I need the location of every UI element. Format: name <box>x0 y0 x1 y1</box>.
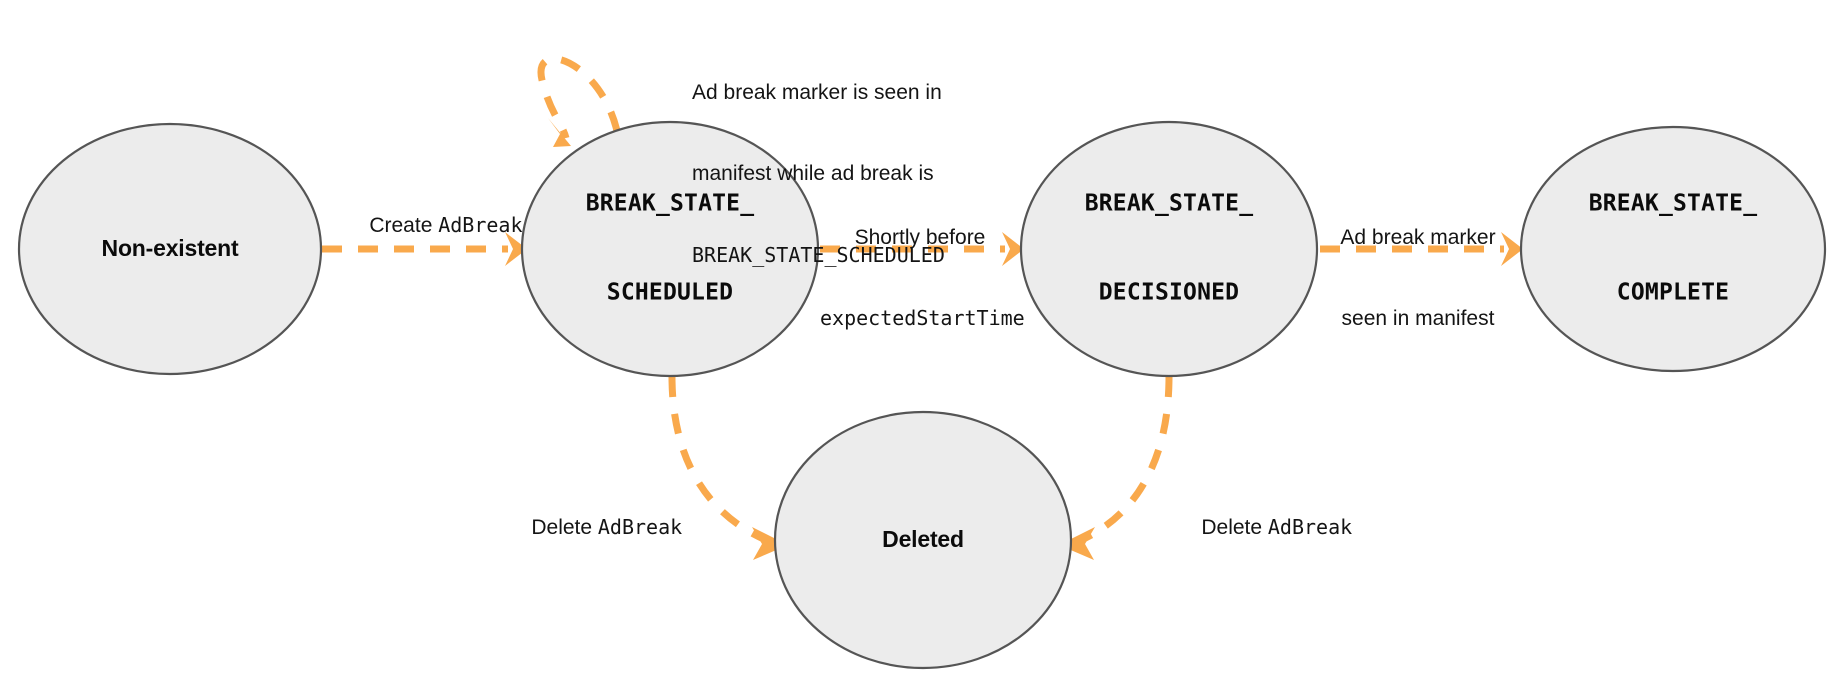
edge-label-part-sans: Delete <box>531 516 598 540</box>
node-break-state-decisioned[interactable] <box>1019 120 1319 378</box>
edge-label-scheduled-self-loop: Ad break marker is seen in manifest whil… <box>692 24 1022 323</box>
edge-label-create-adbreak: Create AdBreak <box>346 185 522 267</box>
edge-label-line: Shortly before <box>854 225 986 249</box>
edge-delete-from-decisioned <box>1059 376 1173 560</box>
node-deleted[interactable] <box>773 410 1073 670</box>
arrowhead-icon <box>1002 232 1024 266</box>
node-label-line: SCHEDULED <box>606 279 734 306</box>
node-label-line: BREAK_STATE_ <box>1084 190 1254 217</box>
node-label-line: COMPLETE <box>1616 279 1730 306</box>
node-break-state-scheduled[interactable] <box>520 120 820 378</box>
edge-scheduled-self-loop <box>537 55 621 147</box>
edge-label-marker-seen-manifest: Ad break marker seen in manifest <box>1318 169 1518 387</box>
node-label-non-existent: Non-existent <box>101 235 239 262</box>
edge-label-line: Ad break marker is seen in <box>692 80 942 104</box>
edge-label-shortly-before: Shortly before expectedStartTime <box>820 169 1025 386</box>
edge-label-part-sans: Create <box>369 214 439 238</box>
edge-label-part-mono: AdBreak <box>438 213 523 238</box>
node-label-break-state-scheduled: BREAK_STATE_ SCHEDULED <box>586 129 755 368</box>
edge-delete-from-scheduled <box>668 376 788 560</box>
edge-label-line: Ad break marker <box>1340 225 1496 249</box>
edge-label-part-mono: AdBreak <box>1267 515 1353 540</box>
edge-label-part-mono: AdBreak <box>597 515 683 540</box>
node-label-deleted: Deleted <box>882 526 964 553</box>
edge-shortly-before <box>820 232 1024 266</box>
arrowhead-icon <box>505 232 527 266</box>
edge-label-delete-from-scheduled: Delete AdBreak <box>508 487 682 569</box>
node-label-break-state-decisioned: BREAK_STATE_ DECISIONED <box>1085 129 1254 368</box>
node-label-line: BREAK_STATE_ <box>1588 190 1758 217</box>
edge-label-delete-from-decisioned: Delete AdBreak <box>1178 487 1352 569</box>
edge-create-adbreak <box>322 232 527 266</box>
node-label-line: DECISIONED <box>1098 279 1240 306</box>
arrowhead-icon <box>1501 232 1523 266</box>
arrowhead-icon <box>1059 527 1095 560</box>
arrowhead-icon <box>752 527 788 560</box>
node-break-state-complete[interactable] <box>1519 125 1827 373</box>
edge-label-line: BREAK_STATE_SCHEDULED <box>692 243 945 268</box>
edge-label-line: expectedStartTime <box>820 306 1025 331</box>
node-label-line: BREAK_STATE_ <box>585 190 755 217</box>
edge-label-line: manifest while ad break is <box>692 162 934 186</box>
edge-marker-seen-manifest <box>1320 232 1523 266</box>
edge-label-part-sans: Delete <box>1201 516 1268 540</box>
node-non-existent[interactable] <box>17 122 323 376</box>
edge-label-line: seen in manifest <box>1341 307 1495 331</box>
node-label-break-state-complete: BREAK_STATE_ COMPLETE <box>1589 129 1758 368</box>
arrowhead-icon <box>548 118 571 147</box>
